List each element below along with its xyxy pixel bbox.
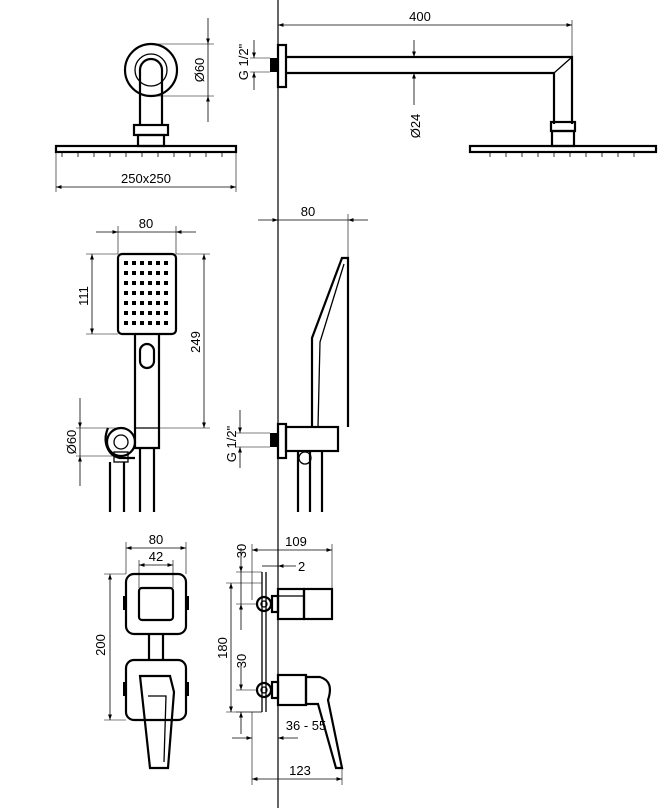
dim-side-projection: 80 [301, 204, 315, 219]
dim-lever-depth: 123 [289, 763, 311, 778]
dim-top-offset: 30 [234, 544, 249, 558]
dim-valve-spacing: 180 [215, 637, 230, 659]
mixer-side-view: 109 2 30 180 30 36 - 55 123 [215, 534, 344, 785]
dim-head-size: 250x250 [121, 171, 171, 186]
dim-hand-total-length: 249 [188, 331, 203, 353]
dim-flange-diameter: Ø60 [192, 58, 207, 83]
mixer-front-view: 80 42 200 [93, 532, 189, 770]
dim-arm-length: 400 [409, 9, 431, 24]
dim-install-depth: 36 - 55 [286, 718, 326, 733]
hand-shower-front-view: 80 111 249 Ø60 [64, 216, 210, 512]
dim-holder-diameter: Ø60 [64, 430, 79, 455]
hand-shower-side-view: 80 G 1/2" [224, 204, 368, 512]
dim-hand-width: 80 [139, 216, 153, 231]
arm-side-view: 400 Ø24 G 1/2" [236, 9, 658, 157]
dim-hand-head-height: 111 [76, 286, 91, 306]
side-head-nozzles [489, 152, 635, 157]
dim-mixer-gap: 2 [298, 559, 305, 574]
dim-projection-total: 109 [285, 534, 307, 549]
dim-plate-width: 80 [149, 532, 163, 547]
dim-plate-height: 200 [93, 634, 108, 656]
dim-bottom-offset: 30 [234, 654, 249, 668]
dim-arm-thread: G 1/2" [236, 43, 251, 80]
rain-head-front-view: Ø60 250x250 [54, 18, 238, 192]
hand-shower-nozzles [124, 261, 168, 325]
dim-holder-thread: G 1/2" [224, 425, 239, 462]
dim-arm-diameter: Ø24 [408, 114, 423, 139]
rain-head-nozzles [61, 152, 223, 157]
dim-plate-inner: 42 [149, 549, 163, 564]
